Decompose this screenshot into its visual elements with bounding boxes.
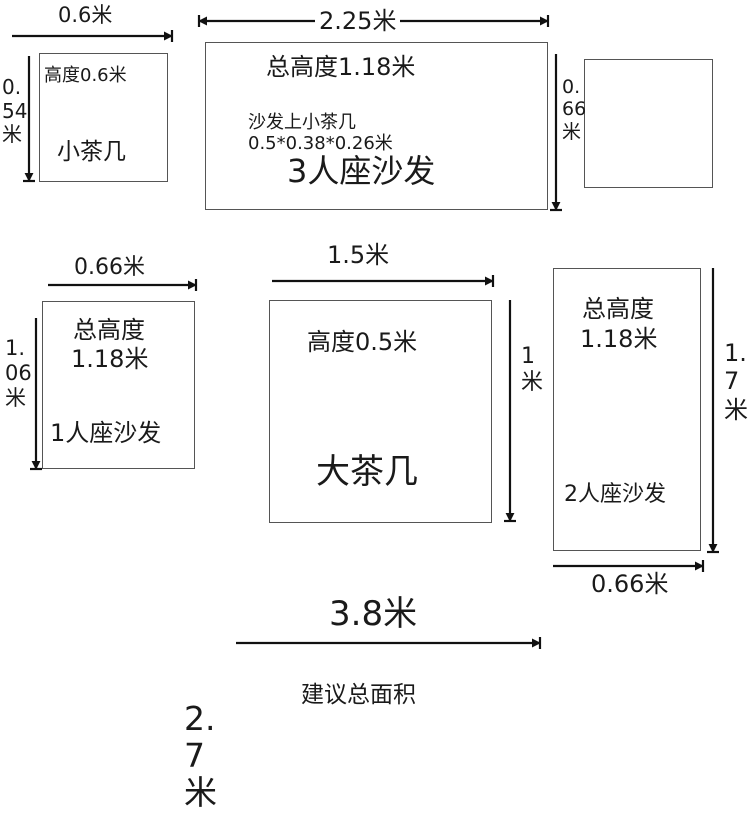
small-table-name: 小茶几 bbox=[57, 139, 126, 165]
three-seat-note-line2: 0.5*0.38*0.26米 bbox=[248, 133, 393, 154]
side-square-box bbox=[584, 59, 713, 188]
two-seat-height-line1: 总高度 bbox=[582, 295, 654, 323]
three-seat-width-label: 2.25米 bbox=[315, 9, 401, 33]
three-seat-name: 3人座沙发 bbox=[287, 152, 436, 190]
two-seat-depth-label: 1. 7 米 bbox=[724, 339, 748, 424]
big-table-name: 大茶几 bbox=[316, 452, 418, 492]
three-seat-note-line1: 沙发上小茶几 bbox=[248, 112, 356, 133]
big-table-height-label: 高度0.5米 bbox=[307, 328, 418, 356]
two-seat-name: 2人座沙发 bbox=[564, 482, 666, 507]
total-depth-label: 2. 7 米 bbox=[184, 699, 217, 812]
two-seat-sofa-box bbox=[553, 268, 701, 551]
one-seat-width-label: 0.66米 bbox=[74, 255, 145, 280]
big-table-depth-label: 1 米 bbox=[521, 344, 544, 395]
one-seat-depth-label: 1. 06 米 bbox=[5, 336, 32, 410]
big-tea-table-box bbox=[269, 300, 492, 523]
total-caption: 建议总面积 bbox=[301, 682, 416, 708]
one-seat-height-line2: 1.18米 bbox=[71, 345, 149, 373]
one-seat-name: 1人座沙发 bbox=[50, 419, 162, 447]
three-seat-depth-label: 0. 66 米 bbox=[562, 76, 587, 143]
total-width-label: 3.8米 bbox=[329, 594, 418, 634]
big-table-width-label: 1.5米 bbox=[327, 241, 390, 269]
two-seat-height-line2: 1.18米 bbox=[580, 325, 658, 353]
two-seat-width-label: 0.66米 bbox=[591, 570, 669, 598]
small-table-width-label: 0.6米 bbox=[58, 3, 113, 27]
three-seat-sofa-box bbox=[205, 42, 548, 210]
small-tea-table-box bbox=[39, 53, 168, 182]
small-table-height-label: 高度0.6米 bbox=[44, 65, 127, 86]
one-seat-sofa-box bbox=[42, 301, 195, 469]
one-seat-height-line1: 总高度 bbox=[73, 316, 145, 344]
small-table-depth-label: 0. 54 米 bbox=[2, 75, 28, 147]
three-seat-height-label: 总高度1.18米 bbox=[266, 53, 416, 81]
